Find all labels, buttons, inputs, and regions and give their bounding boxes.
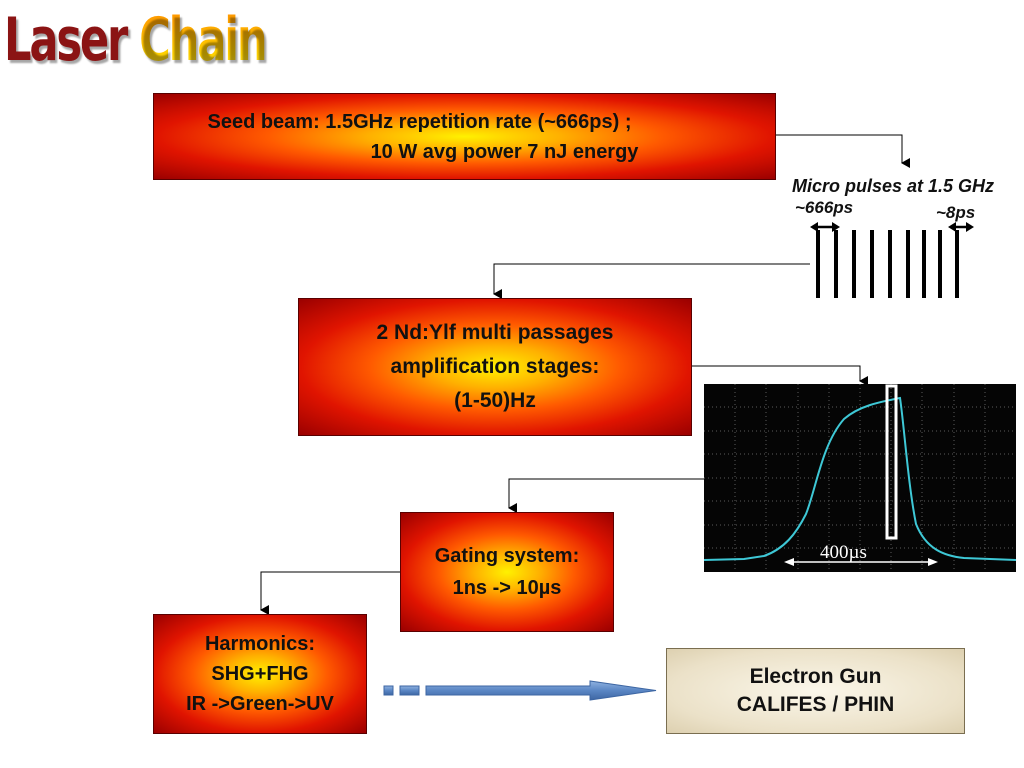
- electron-gun-box: Electron Gun CALIFES / PHIN: [666, 648, 965, 734]
- gating-line-2: 1ns -> 10µs: [452, 577, 562, 599]
- amp-line-2: amplification stages:: [390, 355, 600, 378]
- scope-grid: [704, 384, 1016, 572]
- gate-window-marker: [885, 384, 898, 540]
- micro-pulses-label: Micro pulses at 1.5 GHz: [792, 176, 995, 196]
- big-arrow-to-gun: [425, 680, 657, 701]
- gating-system-box: Gating system: 1ns -> 10µs: [400, 512, 614, 632]
- micro-pulse-train: [816, 230, 959, 298]
- oscilloscope-trace-image: 400µs: [704, 384, 1016, 572]
- period-double-arrow: [810, 222, 840, 232]
- connector-scope-to-gating: [508, 478, 704, 513]
- seed-beam-box: Seed beam: 1.5GHz repetition rate (~666p…: [153, 93, 776, 180]
- title-word-laser: Laser: [4, 5, 128, 75]
- duration-double-arrow: [784, 558, 938, 566]
- seed-line-2: 10 W avg power 7 nJ energy: [370, 140, 639, 163]
- amplification-box: 2 Nd:Ylf multi passages amplification st…: [298, 298, 692, 436]
- gun-line-1: Electron Gun: [749, 665, 882, 688]
- harmonics-line-3: IR ->Green->UV: [186, 693, 334, 715]
- seed-line-1: Seed beam: 1.5GHz repetition rate (~666p…: [207, 110, 632, 133]
- connector-seed-to-pulses: [776, 134, 910, 168]
- dash-square-2: [399, 685, 420, 696]
- scope-duration-label: 400µs: [820, 542, 867, 563]
- period-label: ~666ps: [795, 198, 854, 217]
- gating-line-1: Gating system:: [434, 545, 580, 567]
- harmonics-line-2: SHG+FHG: [211, 663, 309, 685]
- scope-pulse-curve: [704, 396, 1016, 561]
- amp-line-1: 2 Nd:Ylf multi passages: [376, 321, 614, 344]
- connector-pulses-to-amp: [493, 263, 810, 299]
- pulse-width-label: ~8ps: [936, 203, 976, 222]
- title-word-chain: Chain: [139, 5, 268, 75]
- page-title: Laser Chain: [4, 0, 268, 80]
- connector-amp-to-scope: [692, 365, 868, 386]
- width-double-arrow: [948, 222, 974, 232]
- harmonics-box: Harmonics: SHG+FHG IR ->Green->UV: [153, 614, 367, 734]
- dash-square-1: [383, 685, 394, 696]
- amp-line-3: (1-50)Hz: [454, 389, 536, 412]
- gun-line-2: CALIFES / PHIN: [736, 693, 895, 716]
- harmonics-line-1: Harmonics:: [204, 633, 316, 655]
- connector-gating-to-harmonics: [260, 571, 400, 615]
